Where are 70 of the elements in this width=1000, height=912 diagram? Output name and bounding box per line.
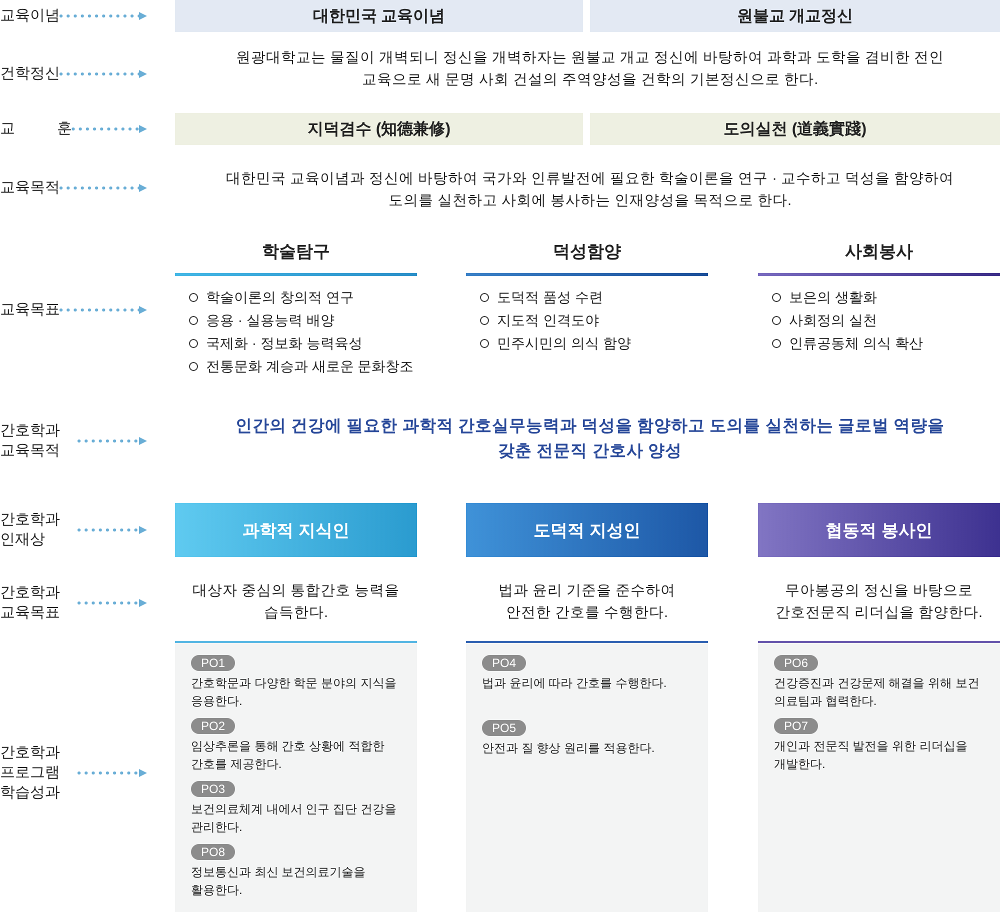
outcome-panel bbox=[466, 641, 708, 912]
banner-box bbox=[175, 503, 417, 557]
outcome-panel bbox=[175, 641, 417, 912]
row-label: 간호학과 교육목적 bbox=[0, 421, 61, 461]
column-heading: 덕성함양 bbox=[466, 240, 708, 276]
outcome-text: 개인과 전문직 발전을 위한 리더십을 개발한다. bbox=[774, 738, 968, 773]
outcome-text: 건강증진과 건강문제 해결을 위해 보건 의료팀과 협력한다. bbox=[774, 675, 980, 710]
dotted-arrow bbox=[72, 125, 147, 133]
outcome-text: 법과 윤리에 따라 간호를 수행한다. bbox=[482, 675, 668, 692]
bullet-item: 학술이론의 창의적 연구 bbox=[206, 288, 354, 307]
row-label: 교육이념 bbox=[0, 6, 60, 26]
dotted-arrow bbox=[78, 599, 147, 607]
bullet-item: 국제화 · 정보화 능력육성 bbox=[206, 334, 362, 353]
row-label: 간호학과 프로그램 학습성과 bbox=[0, 743, 61, 803]
paragraph: 대상자 중심의 통합간호 능력을 습득한다. bbox=[191, 582, 401, 623]
paragraph: 대한민국 교육이념과 정신에 바탕하여 국가와 인류발전에 필요한 학술이론을 연구 · 교수하고 덕성을 함양하여 도의를 실천하고 사회에 봉사하는 인재양성을 목적으로 한다. bbox=[224, 170, 956, 211]
header-box bbox=[590, 113, 1000, 145]
outcome-badge: PO3 bbox=[191, 781, 236, 797]
dotted-arrow bbox=[60, 12, 147, 20]
row-label: 교 훈 bbox=[0, 119, 72, 139]
row-label: 교육목적 bbox=[0, 178, 60, 198]
outcome-badge: PO6 bbox=[774, 655, 818, 671]
bullet-item: 도덕적 품성 수련 bbox=[497, 288, 603, 307]
bullet-item: 민주시민의 의식 함양 bbox=[497, 334, 631, 353]
outcome-text: 안전과 질 향상 원리를 적용한다. bbox=[482, 740, 656, 757]
box-title: 도의실천 (道義實踐) bbox=[723, 120, 867, 140]
outcome-text: 보건의료체계 내에서 인구 집단 건강을 관리한다. bbox=[191, 801, 398, 836]
row-label: 건학정신 bbox=[0, 64, 60, 84]
banner-box bbox=[758, 503, 1000, 557]
paragraph: 법과 윤리 기준을 준수하여 안전한 간호를 수행한다. bbox=[497, 582, 677, 623]
bullet-item: 전통문화 계승과 새로운 문화창조 bbox=[206, 357, 414, 376]
header-box bbox=[175, 0, 583, 32]
outcome-badge: PO8 bbox=[191, 844, 236, 860]
outcome-panel bbox=[758, 641, 1000, 912]
row-label: 교육목표 bbox=[0, 300, 60, 320]
outcome-badge: PO2 bbox=[191, 718, 236, 734]
outcome-text: 간호학문과 다양한 학문 분야의 지식을 응용한다. bbox=[191, 675, 398, 710]
dotted-arrow bbox=[78, 437, 147, 445]
outcome-badge: PO1 bbox=[191, 655, 236, 671]
box-title: 지덕겸수 (知德兼修) bbox=[307, 120, 451, 140]
paragraph: 무아봉공의 정신을 바탕으로 간호전문직 리더십을 함양한다. bbox=[774, 582, 984, 623]
box-title: 대한민국 교육이념 bbox=[312, 6, 446, 26]
outcome-text: 임상추론을 통해 간호 상황에 적합한 간호를 제공한다. bbox=[191, 738, 386, 773]
dotted-arrow bbox=[60, 70, 147, 78]
header-box bbox=[175, 113, 583, 145]
bullet-item: 응용 · 실용능력 배양 bbox=[206, 311, 334, 330]
column-heading: 학술탐구 bbox=[175, 240, 417, 276]
banner-title: 도덕적 지성인 bbox=[534, 520, 640, 542]
box-title: 원불교 개교정신 bbox=[736, 6, 854, 26]
bullet-item: 사회정의 실천 bbox=[789, 311, 877, 330]
outcome-badge: PO4 bbox=[482, 655, 526, 671]
column-heading: 사회봉사 bbox=[758, 240, 1000, 276]
dotted-arrow bbox=[60, 306, 147, 314]
dotted-arrow bbox=[78, 526, 147, 534]
paragraph: 원광대학교는 물질이 개벽되니 정신을 개벽하자는 원불교 개교 정신에 바탕하여 과학과 도학을 겸비한 전인 교육으로 새 문명 사회 건설의 주역양성을 건학의 기본정신으로 한다. bbox=[234, 49, 946, 90]
bullet-item: 보은의 생활화 bbox=[789, 288, 877, 307]
bullet-item: 지도적 인격도야 bbox=[497, 311, 599, 330]
header-box bbox=[590, 0, 1000, 32]
row-label: 간호학과 교육목표 bbox=[0, 583, 61, 623]
banner-title: 협동적 봉사인 bbox=[826, 520, 932, 542]
dotted-arrow bbox=[78, 769, 147, 777]
outcome-badge: PO5 bbox=[482, 720, 526, 736]
mission-statement: 인간의 건강에 필요한 과학적 간호실무능력과 덕성을 함양하고 도의를 실천하는 글로벌 역량을 갖춘 전문직 간호사 양성 bbox=[234, 416, 946, 462]
banner-box bbox=[466, 503, 708, 557]
row-label: 간호학과 인재상 bbox=[0, 510, 61, 550]
outcome-text: 정보통신과 최신 보건의료기술을 활용한다. bbox=[191, 864, 367, 899]
outcome-badge: PO7 bbox=[774, 718, 818, 734]
dotted-arrow bbox=[60, 184, 147, 192]
banner-title: 과학적 지식인 bbox=[242, 520, 350, 542]
bullet-item: 인류공동체 의식 확산 bbox=[789, 334, 923, 353]
